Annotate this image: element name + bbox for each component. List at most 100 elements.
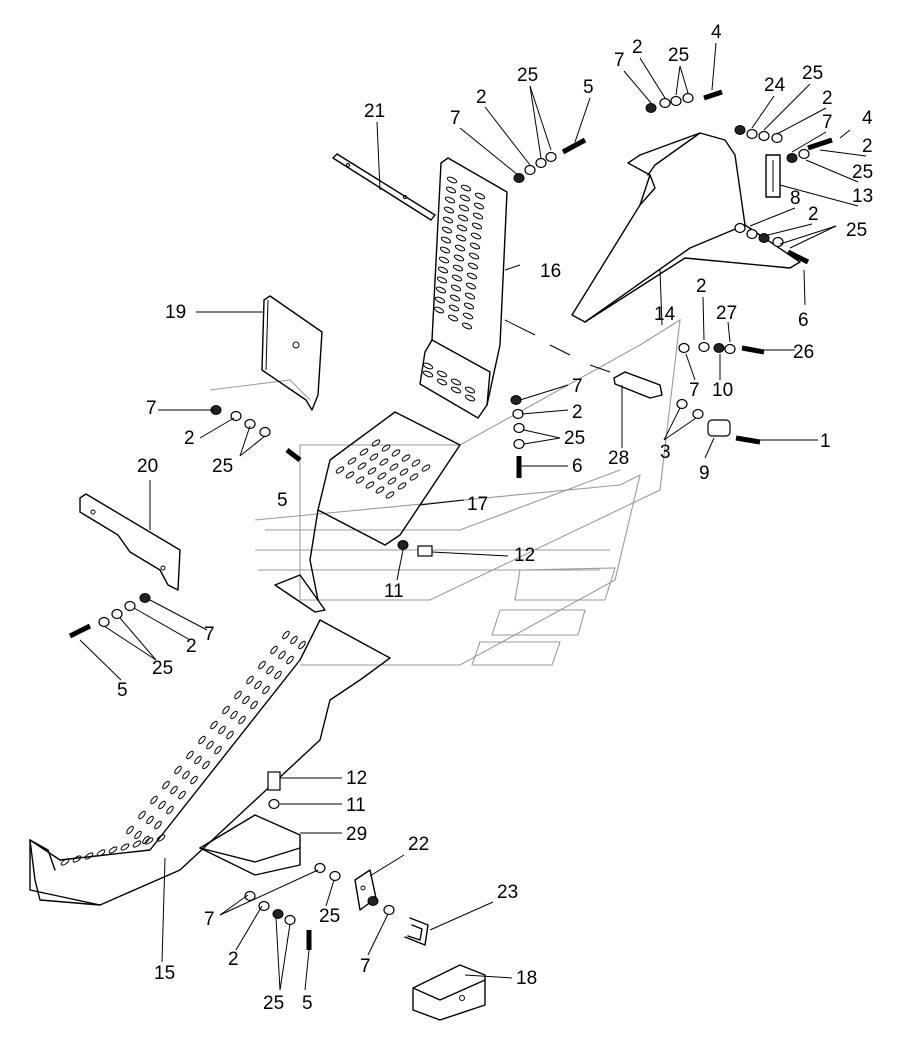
leader-line xyxy=(279,923,291,991)
slot-hole xyxy=(154,820,162,830)
leader-line xyxy=(574,97,591,143)
washer-icon xyxy=(746,128,758,140)
slot-hole xyxy=(84,852,94,860)
slot-hole xyxy=(459,194,471,202)
washer-icon xyxy=(383,904,395,916)
leader-line xyxy=(791,131,827,153)
bolt-icon xyxy=(735,435,761,445)
slot-hole xyxy=(464,386,476,394)
callout-25: 25 xyxy=(564,428,585,449)
washer-icon xyxy=(545,151,557,163)
slot-hole xyxy=(226,730,234,740)
leader-line xyxy=(219,869,319,916)
slot-hole xyxy=(461,322,473,330)
callout-23: 23 xyxy=(497,882,518,903)
washer-icon xyxy=(329,870,341,882)
slot-hole xyxy=(258,660,266,670)
slot-hole xyxy=(401,454,411,462)
callout-29: 29 xyxy=(346,824,367,845)
bolt-icon xyxy=(807,137,833,151)
slot-hole xyxy=(377,472,387,480)
slot-hole xyxy=(174,765,182,775)
bolt-icon xyxy=(741,345,765,355)
callout-7: 7 xyxy=(204,909,215,930)
slot-hole xyxy=(345,471,355,479)
slot-hole xyxy=(138,810,146,820)
callout-6: 6 xyxy=(798,310,809,331)
washer-icon xyxy=(698,341,710,353)
callout-12: 12 xyxy=(346,768,367,789)
bolt-icon xyxy=(561,137,587,155)
slot-hole xyxy=(464,394,476,402)
slot-hole xyxy=(391,449,401,457)
slot-hole xyxy=(385,491,395,499)
slot-hole xyxy=(455,234,467,242)
slot-hole xyxy=(335,466,345,474)
leader-line xyxy=(679,65,689,94)
callout-24: 24 xyxy=(764,75,786,96)
slot-hole xyxy=(446,176,458,184)
slot-hole xyxy=(274,670,282,680)
leader-line xyxy=(103,625,157,661)
callout-25: 25 xyxy=(802,63,823,84)
washer-icon xyxy=(772,236,784,248)
washer-icon xyxy=(798,148,810,160)
slot-hole xyxy=(460,184,472,192)
leader-line xyxy=(749,207,796,227)
callout-18: 18 xyxy=(516,968,537,989)
slot-hole xyxy=(286,655,294,665)
leader-line xyxy=(133,607,191,641)
callout-7: 7 xyxy=(572,376,583,397)
part-19-bracket xyxy=(261,295,323,411)
leader-line xyxy=(239,435,266,457)
callout-10: 10 xyxy=(712,380,733,401)
slot-hole xyxy=(246,675,254,685)
part-21-bar xyxy=(332,153,436,221)
washer-icon xyxy=(510,395,522,405)
slot-hole xyxy=(355,476,365,484)
slot-hole xyxy=(436,378,448,386)
washer-icon xyxy=(513,438,525,450)
leader-line xyxy=(367,913,389,956)
center-line xyxy=(549,344,571,356)
slot-hole xyxy=(170,785,178,795)
callout-14: 14 xyxy=(654,304,676,325)
slot-hole xyxy=(238,715,246,725)
part-17-middle-step xyxy=(274,411,461,613)
callout-7: 7 xyxy=(204,624,215,645)
washer-icon xyxy=(513,422,525,434)
center-line xyxy=(504,319,536,336)
leader-line xyxy=(464,974,513,979)
slot-hole xyxy=(442,216,454,224)
washer-icon xyxy=(676,398,688,410)
callout-3: 3 xyxy=(660,442,671,463)
leader-line xyxy=(304,949,310,991)
callout-25: 25 xyxy=(852,162,873,183)
slot-hole xyxy=(357,462,367,470)
leader-line xyxy=(275,917,281,991)
slot-hole xyxy=(134,830,142,840)
slot-hole xyxy=(108,846,118,854)
leader-line xyxy=(523,429,561,439)
rubber-mount-icon xyxy=(267,771,281,791)
slot-hole xyxy=(365,481,375,489)
slot-hole xyxy=(230,710,238,720)
callout-17: 17 xyxy=(467,494,488,515)
slot-hole xyxy=(466,272,478,280)
washer-icon xyxy=(524,164,536,176)
leader-line xyxy=(484,106,531,166)
leader-line xyxy=(325,879,335,907)
slot-hole xyxy=(450,386,462,394)
slot-hole xyxy=(186,750,194,760)
washer-icon xyxy=(98,616,110,628)
callout-2: 2 xyxy=(822,88,833,109)
slot-hole xyxy=(421,464,431,472)
slot-hole xyxy=(434,296,446,304)
callout-13: 13 xyxy=(852,186,873,207)
slot-hole xyxy=(132,840,142,848)
slot-hole xyxy=(194,755,202,765)
callout-7: 7 xyxy=(450,108,461,129)
callout-1: 1 xyxy=(820,431,831,452)
slot-hole xyxy=(463,302,475,310)
slot-hole xyxy=(347,457,357,465)
